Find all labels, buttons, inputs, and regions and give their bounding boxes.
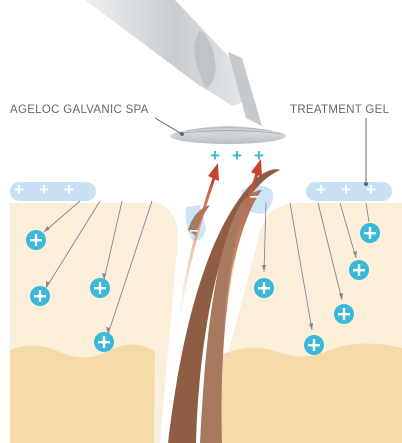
ion-circle (349, 260, 369, 280)
ion-paths-left (43, 200, 153, 335)
ion-circle (360, 223, 380, 243)
follicle-gel-mark (250, 196, 258, 198)
label-leaders (154, 117, 367, 183)
ion-circle (90, 278, 110, 298)
skin-ions (26, 223, 380, 355)
gel-label: TREATMENT GEL (290, 104, 390, 116)
ion-paths-right (263, 202, 370, 331)
ion-circle (334, 304, 354, 324)
ion-flow-arrows (176, 159, 262, 336)
leader-dot-gel (364, 182, 368, 186)
ion-circle (94, 332, 114, 352)
device-label: AGELOC GALVANIC SPA (10, 104, 149, 116)
ion-circle (304, 335, 324, 355)
ion-path-heads-left (44, 226, 110, 334)
gel-bar-right (306, 182, 392, 201)
leader-dot-device (180, 132, 184, 136)
skin-left (10, 203, 178, 443)
follicle-gel-mark (190, 230, 198, 232)
gel-bar-left (10, 182, 96, 201)
ion-path-heads-right (262, 251, 357, 330)
ion-circle (30, 286, 50, 306)
ion-circle (254, 278, 274, 298)
galvanic-device (85, 0, 286, 144)
ion-circle (26, 230, 46, 250)
